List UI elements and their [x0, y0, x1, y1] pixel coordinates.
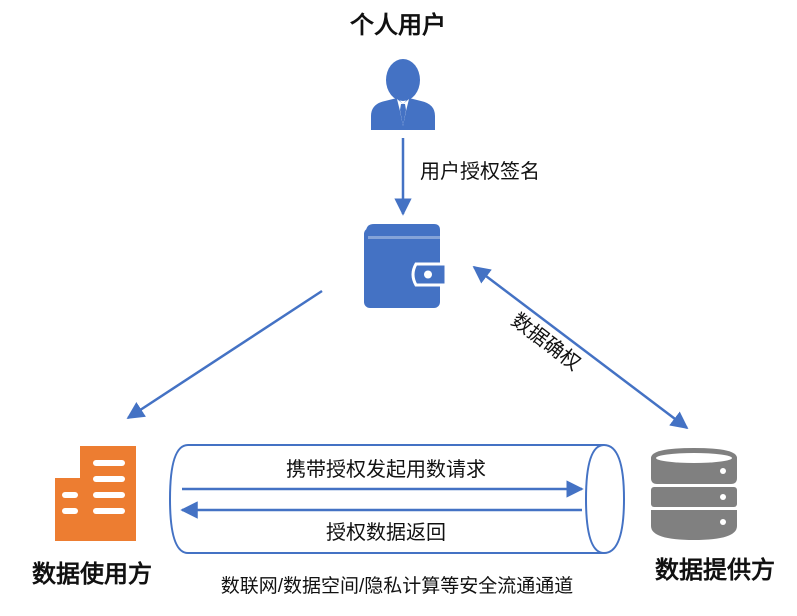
person-icon [371, 59, 435, 130]
arrow-wallet-to-consumer [126, 289, 323, 420]
consumer-label: 数据使用方 [32, 560, 152, 588]
secure-channel-tube [168, 444, 626, 554]
arrow-wallet-provider [472, 265, 689, 430]
channel-label: 数联网/数据空间/隐私计算等安全流通通道 [221, 575, 574, 597]
user-label: 个人用户 [350, 11, 446, 39]
response-label: 授权数据返回 [326, 521, 446, 544]
database-icon [651, 448, 737, 540]
provider-label: 数据提供方 [655, 556, 775, 584]
building-icon [55, 446, 136, 541]
wallet-icon [364, 224, 448, 308]
user-auth-sign-label: 用户授权签名 [420, 160, 540, 183]
request-label: 携带授权发起用数请求 [286, 458, 486, 481]
